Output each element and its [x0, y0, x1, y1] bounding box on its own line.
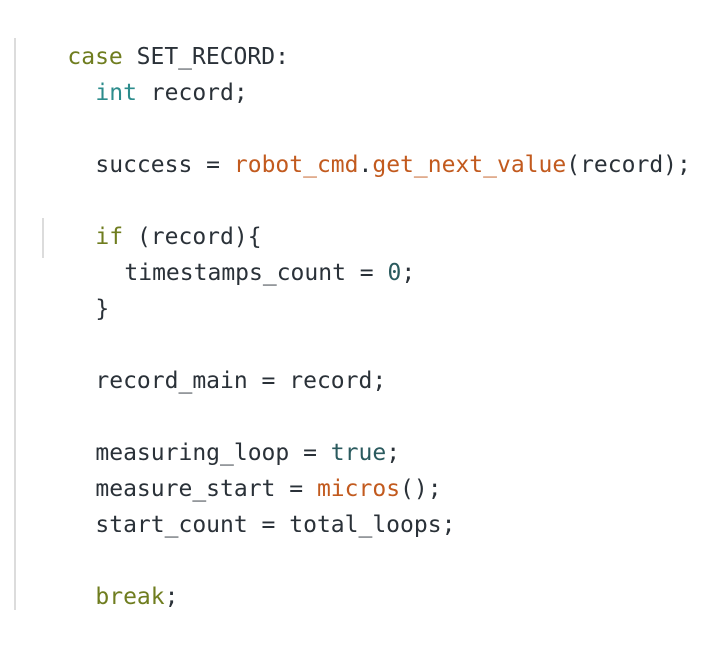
code-line-case[interactable]: case SET_RECORD:	[12, 3, 289, 70]
code-line-start-count[interactable]: start_count = total_loops;	[40, 471, 455, 538]
start-count-assign: start_count = total_loops;	[95, 512, 456, 538]
member-dot: .	[358, 152, 373, 178]
code-line-close-brace[interactable]: }	[40, 255, 109, 322]
micros-args: ();	[400, 476, 442, 502]
micros-call: micros	[316, 476, 401, 502]
code-line-break[interactable]: break;	[40, 543, 178, 610]
measuring-loop-assign: measuring_loop =	[95, 440, 331, 466]
indent-guide-case	[14, 38, 16, 610]
code-line-timestamps[interactable]: timestamps_count = 0;	[69, 219, 415, 286]
code-line-measuring-loop[interactable]: measuring_loop = true;	[40, 399, 400, 466]
timestamps-semicolon: ;	[401, 260, 416, 286]
keyword-int: int	[95, 80, 137, 106]
break-semicolon: ;	[164, 584, 179, 610]
keyword-if: if	[95, 224, 124, 250]
measuring-loop-semicolon: ;	[386, 440, 401, 466]
keyword-break: break	[95, 584, 165, 610]
indent-guide-if	[42, 218, 44, 258]
closing-brace: }	[95, 296, 110, 322]
declaration-rest: record;	[136, 80, 248, 106]
number-zero: 0	[387, 260, 402, 286]
boolean-true: true	[330, 440, 387, 466]
code-line-measure-start[interactable]: measure_start = micros();	[40, 435, 441, 502]
get-next-value-call: get_next_value	[372, 152, 567, 178]
success-args: (record);	[566, 152, 691, 178]
timestamps-assign: timestamps_count =	[124, 260, 388, 286]
robot-cmd-identifier: robot_cmd	[233, 152, 359, 178]
code-line-success[interactable]: success = robot_cmd.get_next_value(recor…	[40, 111, 690, 178]
record-main-assign: record_main = record;	[95, 368, 387, 394]
case-label: SET_RECORD:	[122, 44, 289, 70]
measure-start-assign: measure_start =	[95, 476, 317, 502]
code-editor[interactable]: case SET_RECORD: int record; success = r…	[0, 0, 714, 610]
keyword-case: case	[67, 44, 123, 70]
code-line-record-main[interactable]: record_main = record;	[40, 327, 386, 394]
code-line-declaration[interactable]: int record;	[40, 39, 247, 106]
success-assign: success =	[95, 152, 234, 178]
code-line-if[interactable]: if (record){	[40, 183, 261, 250]
if-condition: (record){	[123, 224, 262, 250]
